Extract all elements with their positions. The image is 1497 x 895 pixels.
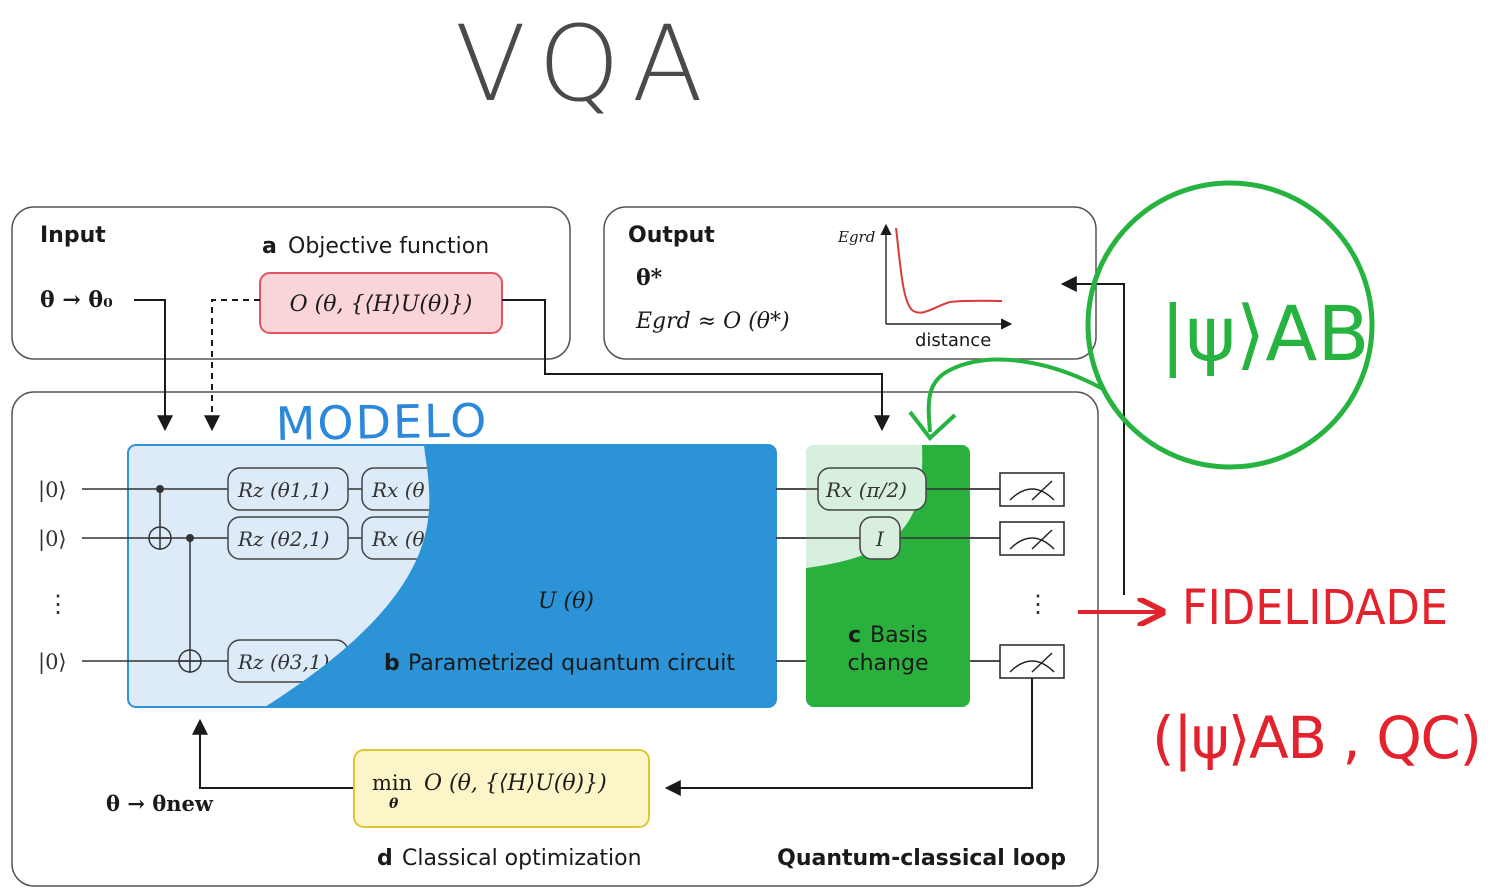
loop-label: Quantum-classical loop — [777, 846, 1066, 871]
theta-star: θ* — [636, 265, 663, 291]
gate-rx-1: Rx (θ — [371, 478, 425, 502]
basis-change-block: Rx (π/2) I c Basis change — [776, 445, 1000, 707]
objective-function-box — [259, 272, 503, 334]
arrow-loop-to-output — [1060, 276, 1125, 595]
output-title: Output — [628, 223, 715, 248]
objective-label: Objective function — [288, 234, 489, 259]
pqc-prefix: b — [384, 651, 400, 676]
basis-gate-rx: Rx (π/2) — [825, 478, 907, 502]
plot-xlabel: distance — [915, 330, 991, 351]
pqc-dark-overlay — [265, 445, 776, 707]
input-panel: Input a Objective function θ → θ₀ O (θ, … — [11, 206, 571, 360]
psi-ab-annotation: |ψ⟩AB — [908, 180, 1375, 470]
arrow-optimizer-to-circuit — [192, 718, 354, 789]
measurement-meter-3 — [999, 644, 1065, 679]
gate-rz-1: Rz (θ1,1) — [237, 478, 329, 502]
objective-formula: O (θ, {⟨H⟩U(θ)}) — [290, 292, 473, 317]
basis-gate-i: I — [875, 527, 885, 551]
theta-update: θ → θnew — [106, 791, 214, 816]
arrow-theta-to-circuit — [134, 299, 173, 432]
optim-prefix: d — [377, 846, 393, 871]
arrow-objective-to-basis — [502, 299, 890, 432]
plot-ylabel: Egrd — [837, 228, 875, 246]
fidelity-annotation: FIDELIDADE (|ψ⟩AB , QC) — [1078, 579, 1482, 772]
egrd-formula: Egrd ≈ O (θ*) — [635, 309, 790, 334]
theta-init: θ → θ₀ — [40, 287, 113, 313]
energy-plot: Egrd distance — [837, 223, 1013, 351]
classical-optimization-box: min θ O (θ, {⟨H⟩U(θ)}) — [353, 749, 650, 828]
optim-label: Classical optimization — [402, 846, 642, 871]
objective-prefix: a — [262, 234, 277, 259]
qubit-label-2: |0⟩ — [38, 527, 67, 552]
output-panel: Output θ* Egrd ≈ O (θ*) Egrd distance — [603, 206, 1097, 360]
handwritten-title: VQA — [455, 3, 715, 125]
basis-prefix: c — [848, 623, 861, 648]
qubit-label-3: |0⟩ — [38, 650, 67, 675]
arrow-objective-dashed — [204, 299, 260, 432]
measurement-meter-1 — [999, 472, 1065, 507]
arrow-meter-to-optimizer — [664, 678, 1033, 796]
handwritten-fidelidade: FIDELIDADE — [1182, 579, 1448, 635]
basis-label-1: Basis — [870, 623, 928, 648]
measurement-meter-2 — [999, 521, 1065, 556]
pqc-label: Parametrized quantum circuit — [408, 651, 735, 676]
energy-curve — [895, 227, 1003, 314]
gate-rz-3: Rz (θ3,1) — [237, 650, 329, 674]
qubit-label-1: |0⟩ — [38, 478, 67, 503]
gate-rx-2: Rx (θ — [371, 527, 425, 551]
handwritten-modelo: MODELO — [275, 393, 488, 451]
meter-dots: ⋮ — [1026, 590, 1050, 618]
optim-min-sub: θ — [389, 796, 399, 812]
input-title: Input — [40, 223, 106, 248]
pqc-block: Rz (θ1,1) Rz (θ2,1) Rz (θ3,1) Rx (θ Rx (… — [82, 444, 1064, 708]
optim-min: min — [372, 771, 412, 795]
unitary-label: U (θ) — [538, 589, 594, 614]
green-arrow-to-basis — [926, 357, 1106, 433]
handwritten-psi-ab: |ψ⟩AB — [1160, 289, 1370, 379]
optim-formula: O (θ, {⟨H⟩U(θ)}) — [424, 771, 607, 796]
handwritten-fidelity-expr: (|ψ⟩AB , QC) — [1152, 704, 1482, 772]
basis-label-2: change — [848, 651, 929, 676]
qubit-label-dots: ⋮ — [46, 590, 70, 618]
gate-rz-2: Rz (θ2,1) — [237, 527, 329, 551]
